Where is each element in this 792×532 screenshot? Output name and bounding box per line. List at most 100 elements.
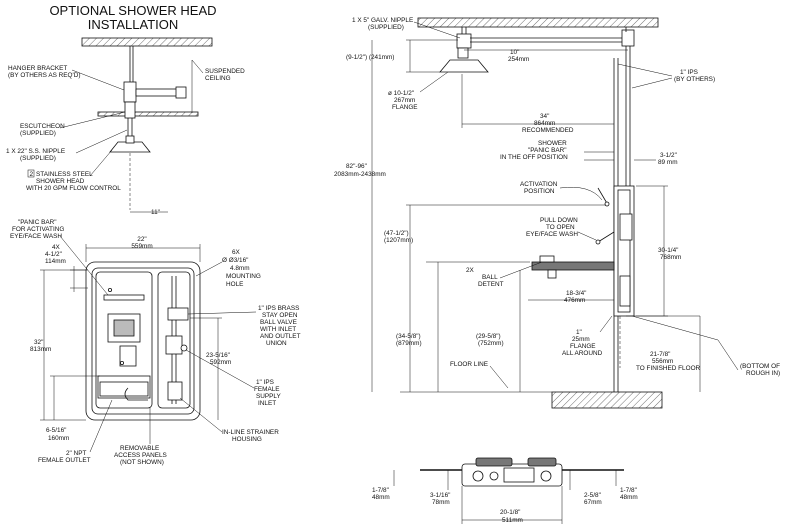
eyewash-sign	[113, 319, 135, 337]
title-line-2: INSTALLATION	[88, 17, 179, 32]
rough-in-2: ROUGH IN)	[746, 370, 780, 377]
bottom-d-3116-1: 3-1/16"	[430, 492, 450, 499]
flange-dia-1: ø 10-1/2"	[388, 90, 414, 97]
hole-dim-3: 114mm	[45, 258, 66, 265]
activation-2: POSITION	[524, 188, 555, 195]
overall-height-2: 2083mm-2438mm	[334, 171, 386, 178]
bowl-depth-1: 18-3/4"	[566, 290, 586, 297]
shower-head-label-1: STAINLESS STEEL	[36, 171, 93, 178]
ball-detent-1: 2X	[466, 267, 475, 274]
right-side-elevation	[417, 17, 663, 409]
hanger-bracket-label-1: HANGER BRACKET	[8, 65, 67, 72]
mounting-hole-2: Ø Ø3/16"	[222, 257, 248, 264]
pull-down-3: EYE/FACE WASH	[526, 231, 578, 238]
ceiling-structure	[81, 37, 213, 47]
flange-dia-2: 267mm	[394, 97, 415, 104]
shower-head-label-3: WITH 20 GPM FLOW CONTROL	[26, 185, 121, 192]
strainer-label-1: IN-LINE STRAINER	[222, 429, 279, 436]
escutcheon-label-1: ESCUTCHEON	[20, 123, 65, 130]
flange-around-2: 25mm	[572, 336, 590, 343]
ball-detent-3: DETENT	[478, 281, 504, 288]
height-dim-2: 813mm	[30, 346, 51, 353]
rough-in-1: (BOTTOM OF	[740, 363, 780, 370]
flange-around-1: 1"	[576, 329, 582, 336]
suspended-ceiling	[97, 111, 199, 117]
h34-2: (879mm)	[396, 340, 422, 347]
female-supply-2: FEMALE	[254, 386, 280, 393]
shower-panic-2: "PANIC BAR"	[528, 147, 567, 154]
mounting-hole-1: 6X	[232, 249, 241, 256]
nipple-label-1: 1 X 22" S.S. NIPPLE	[6, 148, 65, 155]
ball-valve-label-6: UNION	[266, 340, 287, 347]
bottom-d-258-2: 67mm	[584, 499, 602, 506]
recommended-1: 34"	[540, 113, 549, 120]
mounting-hole-4: MOUNTING	[226, 273, 261, 280]
h47-1: (47-1/2")	[384, 230, 409, 237]
suspended-ceiling-label-1: SUSPENDED	[205, 68, 245, 75]
ball-valve	[167, 307, 189, 321]
h34-1: (34-5/8")	[396, 333, 421, 340]
female-supply-4: INLET	[258, 400, 276, 407]
ips-others-2: (BY OTHERS)	[674, 76, 715, 83]
h47-2: (1207mm)	[384, 237, 413, 244]
bottom-d-left-1: 1-7/8"	[372, 487, 389, 494]
hanger-bracket-label-2: (BY OTHERS AS REQ'D)	[8, 72, 80, 79]
mounting-hole-3: 4.8mm	[230, 265, 250, 272]
strainer-label-2: HOUSING	[232, 436, 262, 443]
ball-valve-label-5: AND OUTLET	[260, 333, 301, 340]
width-dim-2: 559mm	[131, 243, 152, 250]
recommended-3: RECOMMENDED	[522, 127, 574, 134]
pull-down-1: PULL DOWN	[540, 217, 578, 224]
access-panels-1: REMOVABLE	[120, 445, 159, 452]
wall-offset-1: 3-1/2"	[660, 152, 677, 159]
access-panels-3: (NOT SHOWN)	[120, 459, 164, 466]
to-floor-2: 556mm	[652, 358, 673, 365]
panic-bar-handle	[103, 294, 145, 301]
escutcheon-label-2: (SUPPLIED)	[20, 130, 56, 137]
head-drop: (9-1/2") (241mm)	[346, 54, 394, 61]
bottom-plan-view	[420, 457, 624, 487]
shower-panic-1: SHOWER	[538, 140, 567, 147]
bowl-side	[531, 261, 615, 271]
cabinet-outline	[85, 261, 201, 421]
mounting-hole-5: HOLE	[226, 281, 243, 288]
width-dim-1: 22"	[137, 236, 146, 243]
floor-line-label: FLOOR LINE	[450, 361, 488, 368]
inlet-height-2: 592mm	[210, 359, 231, 366]
hole-dim-2: 4-1/2"	[45, 251, 62, 258]
galv-nipple-2: (SUPPLIED)	[368, 24, 404, 31]
female-supply-3: SUPPLY	[256, 393, 281, 400]
to-floor-1: 21-7/8"	[650, 351, 670, 358]
left-shower-head-elevation	[81, 37, 213, 210]
ceiling-right	[417, 17, 659, 28]
panic-bar-label-2: FOR ACTIVATING	[12, 226, 64, 233]
inlet-height-1: 23-5/16"	[206, 352, 230, 359]
ball-valve-label-2: STAY OPEN	[262, 312, 298, 319]
bottom-dim-1: 6-5/16"	[46, 427, 66, 434]
panel-height-2: 768mm	[660, 254, 681, 261]
ball-valve-label-4: WITH INLET	[260, 326, 296, 333]
arm-length-1: 10"	[510, 49, 519, 56]
ball-valve-label-1: 1" IPS BRASS	[258, 305, 299, 312]
flange-around-3: FLANGE	[570, 343, 596, 350]
recommended-2: 864mm	[534, 120, 555, 127]
flange-dia-3: FLANGE	[392, 104, 418, 111]
flange-around-4: ALL AROUND	[562, 350, 603, 357]
overall-height-1: 82"-96"	[346, 163, 367, 170]
panic-bar-label-1: "PANIC BAR"	[18, 219, 57, 226]
bottom-d-left-2: 48mm	[372, 494, 390, 501]
floor	[551, 391, 663, 409]
h29-2: (752mm)	[478, 340, 504, 347]
ball-valve-label-3: BALL VALVE	[260, 319, 297, 326]
shower-head-side	[439, 59, 489, 73]
arm-length-2: 254mm	[508, 56, 529, 63]
bottom-dim-2: 160mm	[48, 435, 69, 442]
shower-head	[109, 141, 151, 153]
bottom-d-258-1: 2-5/8"	[584, 492, 601, 499]
height-dim-1: 32"	[34, 339, 43, 346]
title-line-1: OPTIONAL SHOWER HEAD	[49, 3, 216, 18]
bottom-d-right-1: 1-7/8"	[620, 487, 637, 494]
bowl-depth-2: 476mm	[564, 297, 585, 304]
ball-detent-2: BALL	[482, 274, 498, 281]
